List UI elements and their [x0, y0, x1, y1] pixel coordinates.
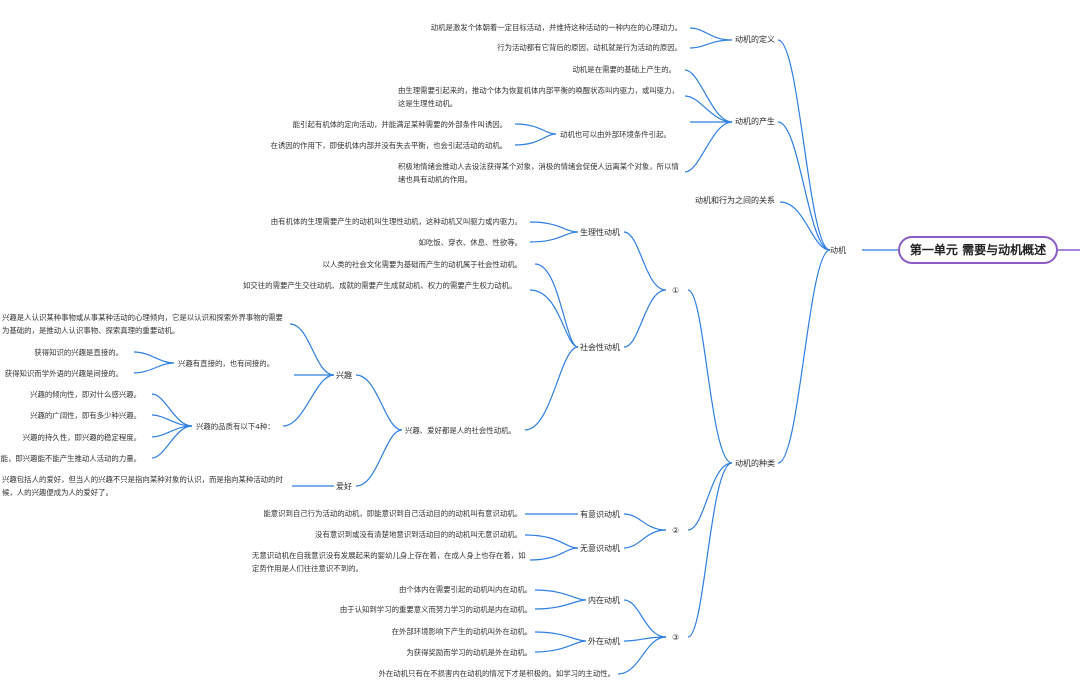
leaf-gen-c: 积极地情绪会推动人去设法获得某个对象，消极的情绪会促使人远离某个对象，所以情绪也… — [398, 162, 679, 184]
node-social[interactable]: 社会性动机 — [580, 343, 620, 352]
node-motivation[interactable]: 动机 — [830, 246, 846, 255]
leaf-unconscious-2: 无意识动机在自我意识没有发展起来的婴幼儿身上存在着，在成人身上也存在着，如定势作… — [252, 551, 526, 573]
leaf-soc-2: 如交往的需要产生交往动机、成就的需要产生成就动机、权力的需要产生权力动机。 — [243, 281, 517, 290]
node-origin[interactable]: 动机的产生 — [735, 117, 775, 126]
leaf-interest-def: 兴趣是人认识某种事物或从事某种活动的心理倾向，它是以认识和探索外界事物的需要为基… — [2, 313, 283, 335]
leaf-extrinsic-2: 为获得奖励而学习的动机是外在动机。 — [406, 648, 532, 657]
leaf-quality-4: 兴趣的效能，即兴趣能不能产生推动人活动的力量。 — [0, 454, 141, 463]
leaf-def-1: 动机是激发个体朝着一定目标活动，并维持这种活动的一种内在的心理动力。 — [430, 23, 682, 32]
leaf-gen-b: 由生理需要引起来的，推动个体为恢复机体内部平衡的唤醒状态叫内驱力，或叫驱力，这是… — [398, 86, 679, 108]
leaf-quality-1: 兴趣的倾向性，即对什么感兴趣。 — [30, 390, 141, 399]
leaf-conscious-1: 能意识到自己行为活动的动机，即能意识到自己活动目的的动机叫有意识动机。 — [263, 509, 522, 518]
leaf-soc-1: 以人类的社会文化需要为基础而产生的动机属于社会性动机。 — [322, 260, 522, 269]
group-three[interactable]: ③ — [672, 633, 680, 642]
leaf-phys-2: 如吃饭、穿衣、休息、性欲等。 — [418, 238, 522, 247]
node-hobby[interactable]: 爱好 — [336, 482, 352, 491]
leaf-gen-ext-2: 在诱因的作用下，即使机体内部并没有失去平衡，也会引起活动的动机。 — [270, 141, 507, 150]
leaf-phys-1: 由有机体的生理需要产生的动机叫生理性动机，这种动机又叫驱力或内驱力。 — [270, 217, 522, 226]
leaf-hobby-def: 兴趣包括人的爱好，但当人的兴趣不只是指向某种对象的认识，而是指向某种活动的时候，… — [2, 475, 283, 497]
leaf-quality-2: 兴趣的广阔性，即有多少种兴趣。 — [30, 411, 141, 420]
node-definition[interactable]: 动机的定义 — [735, 35, 775, 44]
leaf-direct-2: 获得知识而学外语的兴趣是间接的。 — [4, 369, 123, 378]
node-physiological[interactable]: 生理性动机 — [580, 228, 620, 237]
leaf-unconscious-1: 没有意识到或没有清楚地意识到活动目的的动机叫无意识动机。 — [315, 530, 522, 539]
root-node[interactable]: 第一单元 需要与动机概述 — [898, 236, 1058, 264]
leaf-def-2: 行为活动都有它背后的原因，动机就是行为活动的原因。 — [497, 43, 682, 52]
node-extrinsic[interactable]: 外在动机 — [588, 637, 620, 646]
leaf-gen-a: 动机是在需要的基础上产生的。 — [572, 65, 676, 74]
leaf-intrinsic-2: 由于认知到学习的重要意义而努力学习的动机是内在动机。 — [339, 605, 532, 614]
node-relation[interactable]: 动机和行为之间的关系 — [695, 196, 775, 205]
node-types[interactable]: 动机的种类 — [735, 459, 775, 468]
group-one[interactable]: ① — [672, 286, 680, 295]
node-interest-qualities[interactable]: 兴趣的品质有以下4种： — [196, 422, 275, 431]
leaf-quality-3: 兴趣的持久性，即兴趣的稳定程度。 — [22, 433, 141, 442]
node-interest-hobby[interactable]: 兴趣、爱好都是人的社会性动机。 — [405, 426, 516, 435]
node-interest[interactable]: 兴趣 — [336, 371, 352, 380]
node-intrinsic[interactable]: 内在动机 — [588, 596, 620, 605]
node-conscious[interactable]: 有意识动机 — [580, 510, 620, 519]
leaf-extrinsic-1: 在外部环境影响下产生的动机叫外在动机。 — [391, 627, 532, 636]
leaf-direct-1: 获得知识的兴趣是直接的。 — [34, 348, 123, 357]
leaf-intrinsic-1: 由个体内在需要引起的动机叫内在动机。 — [398, 585, 532, 594]
group-two[interactable]: ② — [672, 526, 680, 535]
node-direct-indirect[interactable]: 兴趣有直接的，也有间接的。 — [178, 359, 275, 368]
leaf-extrinsic-note: 外在动机只有在不损害内在动机的情况下才是积极的。如学习的主动性。 — [378, 669, 615, 678]
node-unconscious[interactable]: 无意识动机 — [580, 544, 620, 553]
connector-lines — [133, 27, 898, 675]
node-external-conditions[interactable]: 动机也可以由外部环境条件引起。 — [560, 130, 671, 139]
leaf-gen-ext-1: 能引起有机体的定向活动，并能满足某种需要的外部条件叫诱因。 — [292, 120, 507, 129]
